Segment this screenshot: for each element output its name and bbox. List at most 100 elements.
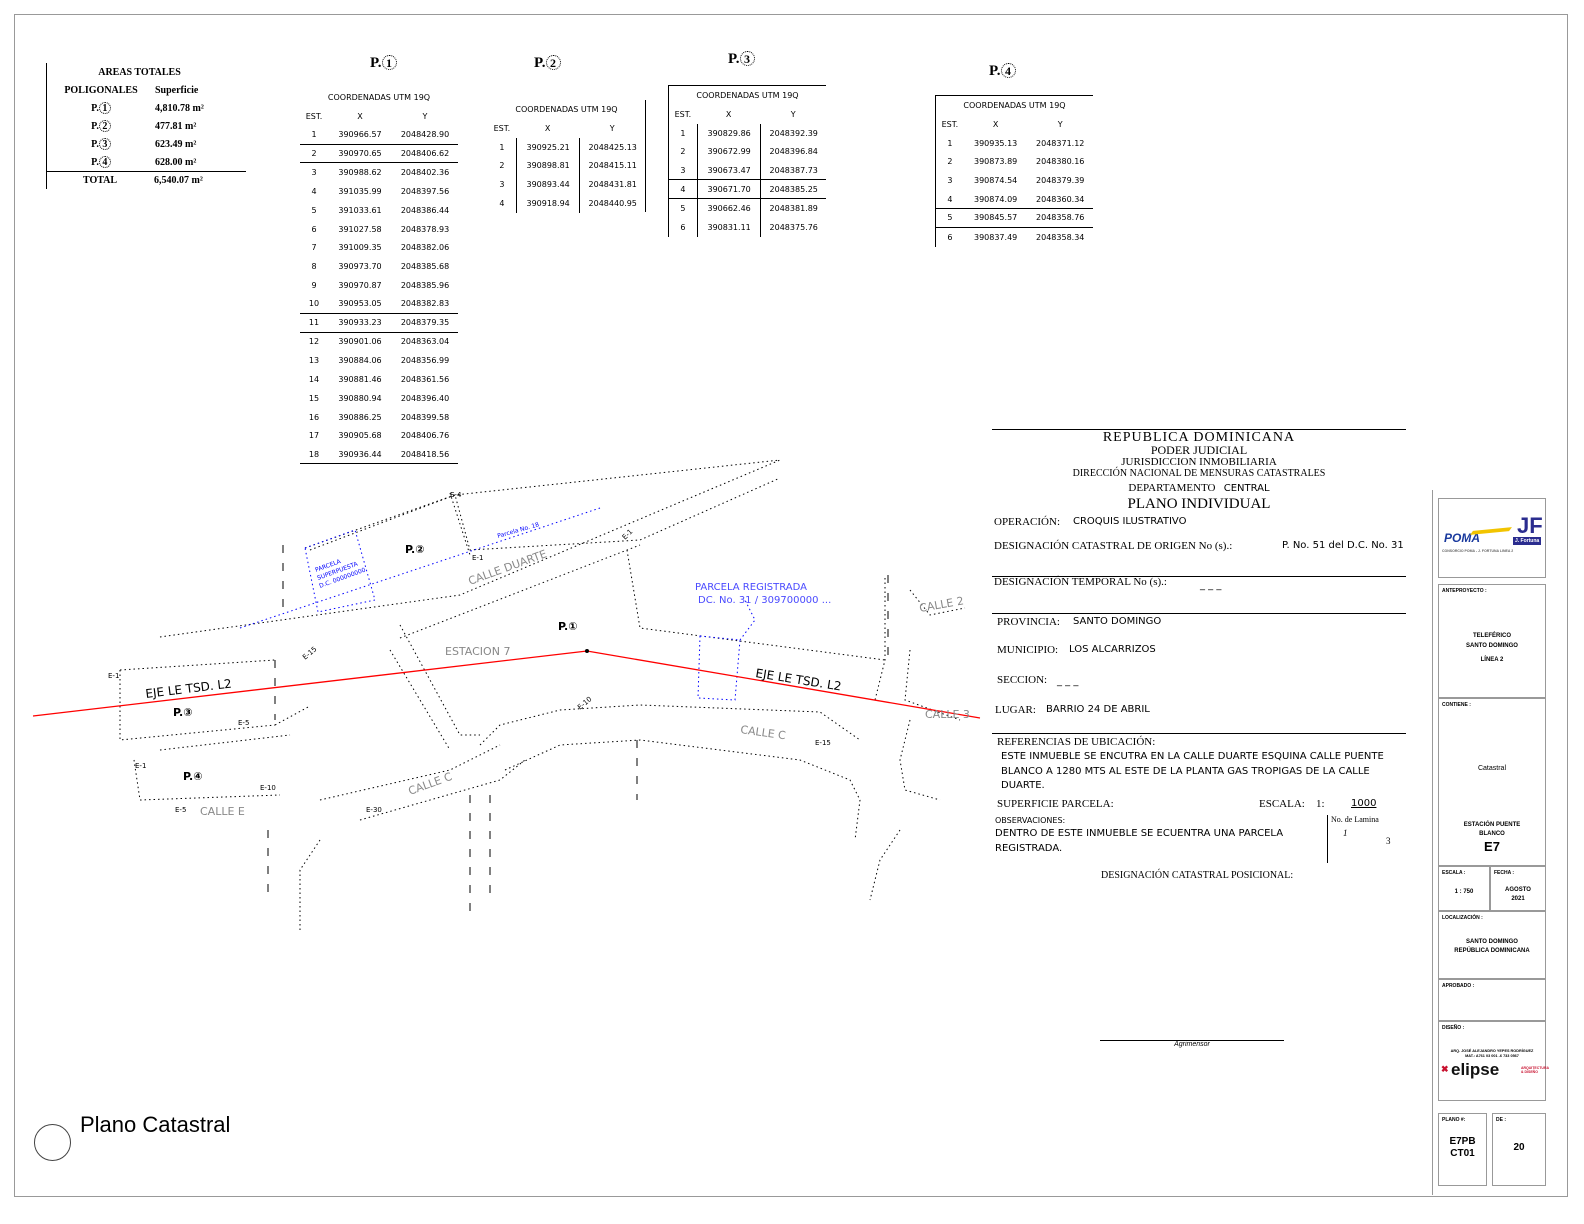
consortium-caption: CONSORCIO POMA - J. FORTUNA LINEA 2 bbox=[1442, 549, 1514, 553]
jf-logo: JF bbox=[1517, 513, 1543, 538]
coord-cell: 2048396.40 bbox=[400, 393, 450, 403]
observaciones-text: DENTRO DE ESTE INMUEBLE SE ECUENTRA UNA … bbox=[995, 828, 1284, 854]
coord-header-cell: Y bbox=[609, 123, 615, 133]
p3-map-label: P.③ bbox=[173, 706, 193, 719]
coord-cell: 390893.44 bbox=[515, 175, 580, 195]
coord-cell: 5 bbox=[947, 213, 953, 223]
coord-cell: 3 bbox=[499, 180, 505, 190]
coord-cell: 9 bbox=[311, 281, 317, 291]
plano-number: E7PB bbox=[1449, 1136, 1476, 1147]
coord-table-row: 6 390837.49 2048358.34 bbox=[936, 228, 1093, 247]
de-box: DE :20 bbox=[1492, 1113, 1546, 1186]
coord-cell: 2 bbox=[947, 157, 953, 167]
coord-table-title: COORDENADAS UTM 19Q bbox=[963, 101, 1066, 110]
localizacion-city: SANTO DOMINGO bbox=[1466, 939, 1518, 945]
coord-header-cell: Y bbox=[422, 111, 428, 121]
coord-cell: 390988.62 bbox=[338, 168, 382, 178]
coord-cell: 2048356.99 bbox=[400, 356, 450, 366]
coord-cell: 390671.70 bbox=[696, 180, 761, 198]
divider bbox=[992, 733, 1406, 734]
origen-value: P. No. 51 del D.C. No. 31 bbox=[1282, 540, 1404, 551]
coord-header-cell: X bbox=[357, 111, 363, 121]
coord-cell: 2048361.56 bbox=[400, 375, 450, 385]
coord-cell: 391033.61 bbox=[338, 205, 382, 215]
referencias-text: ESTE INMUEBLE SE ENCUTRA EN LA CALLE DUA… bbox=[1001, 751, 1384, 791]
coord-cell: 390970.87 bbox=[338, 281, 382, 291]
eje-label-right: EJE LE TSD. L2 bbox=[755, 666, 843, 693]
coord-cell: 13 bbox=[308, 356, 320, 366]
coord-cell: 2048418.56 bbox=[400, 449, 450, 459]
coord-cell: 2048379.39 bbox=[1036, 176, 1085, 186]
dept-label: DEPARTAMENTO bbox=[1128, 482, 1216, 494]
coord-cell: 390936.44 bbox=[338, 449, 382, 459]
coord-cell: 6 bbox=[947, 232, 953, 242]
coord-cell: 2048358.76 bbox=[1036, 213, 1085, 223]
coord-cell: 2048379.35 bbox=[400, 318, 450, 328]
coord-cell: 390673.47 bbox=[696, 161, 761, 180]
coord-cell: 391035.99 bbox=[338, 187, 382, 197]
lamina-total: 3 bbox=[1386, 836, 1391, 846]
coord-cell: 10 bbox=[308, 299, 320, 309]
areas-row-superficie: 477.81 m² bbox=[155, 120, 197, 132]
calle-3-label: CALLE 3 bbox=[925, 708, 970, 721]
temporal-label: DESIGNACIÓN TEMPORAL No (s).: bbox=[994, 576, 1167, 588]
coord-cell: 2048358.34 bbox=[1036, 232, 1085, 242]
posicional-label: DESIGNACIÓN CATASTRAL POSICIONAL: bbox=[1101, 870, 1294, 881]
provincia-label: PROVINCIA: bbox=[997, 616, 1060, 628]
coord-cell: 2048385.25 bbox=[760, 180, 826, 198]
coord-cell: 1 bbox=[947, 138, 953, 148]
e4-label: E-4 bbox=[450, 491, 462, 499]
coord-cell: 3 bbox=[311, 168, 317, 178]
coord-cell: 2048387.73 bbox=[760, 161, 826, 180]
coord-cell: 11 bbox=[308, 318, 320, 328]
coord-cell: 4 bbox=[947, 194, 953, 204]
areas-row-superficie: 628.00 m² bbox=[155, 156, 197, 168]
areas-title: AREAS TOTALES bbox=[98, 66, 181, 78]
parcela-registrada-label: PARCELA REGISTRADA bbox=[695, 582, 807, 593]
observaciones-label: OBSERVACIONES: bbox=[995, 816, 1066, 825]
parcela-no-label: Parcela No. 18 bbox=[497, 521, 541, 540]
coord-cell: 390837.49 bbox=[973, 232, 1018, 242]
calle-e-label: CALLE E bbox=[200, 805, 245, 818]
elipse-logo: elipse bbox=[1451, 1060, 1500, 1079]
coord-cell: 2048380.16 bbox=[1036, 157, 1085, 167]
coord-cell: 390901.06 bbox=[338, 337, 382, 347]
escala-ratio: 1: bbox=[1316, 798, 1325, 810]
coord-cell: 390935.13 bbox=[973, 138, 1018, 148]
coord-table-title: COORDENADAS UTM 19Q bbox=[515, 105, 618, 114]
coord-cell: 2048378.93 bbox=[400, 224, 450, 234]
coord-cell: 390905.68 bbox=[338, 431, 382, 441]
authority-header: REPUBLICA DOMINICANA PODER JUDICIAL JURI… bbox=[992, 431, 1406, 512]
coord-cell: 16 bbox=[308, 412, 320, 422]
p1-map-label: P.① bbox=[558, 620, 578, 633]
coord-cell: 12 bbox=[308, 337, 320, 347]
elipse-mark-icon: ✖ bbox=[1441, 1064, 1449, 1074]
coord-header-cell: Y bbox=[1057, 119, 1063, 129]
coord-cell: 390966.57 bbox=[338, 130, 382, 140]
coord-cell: 2 bbox=[499, 161, 505, 171]
e30-label: E-30 bbox=[366, 806, 382, 814]
calle-c-label: CALLE C bbox=[740, 723, 787, 742]
escala-box: ESCALA :1 : 750 bbox=[1438, 866, 1490, 911]
designer-mat: MAT.: A761 03 001 -6 733 0567 bbox=[1465, 1054, 1519, 1058]
coord-cell: 2048381.89 bbox=[760, 198, 826, 218]
